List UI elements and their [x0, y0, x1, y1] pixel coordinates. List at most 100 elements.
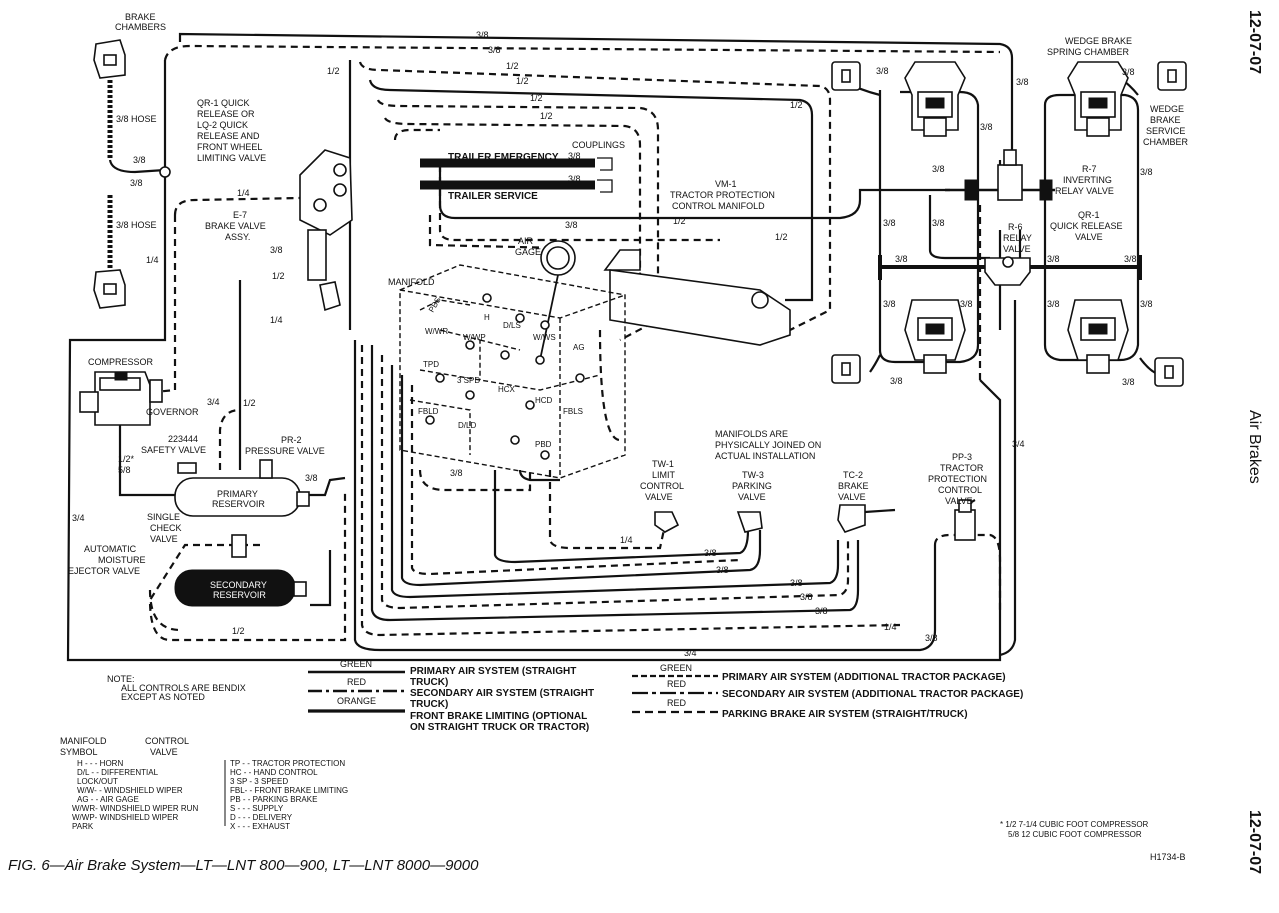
code-wwr: W/WR	[425, 327, 448, 336]
brake-chambers-label-2: CHAMBERS	[115, 22, 166, 32]
moisture-ejector-label-1: AUTOMATIC	[84, 544, 137, 554]
size-label: 3/8	[568, 174, 581, 184]
size-label: 3/8	[815, 606, 828, 616]
size-label: 1/4	[884, 622, 897, 632]
e7-label-2: BRAKE VALVE	[205, 221, 266, 231]
single-check-label-2: CHECK	[150, 523, 182, 533]
symbol-right-6: D - - - DELIVERY	[230, 813, 293, 822]
size-label: 3/8	[790, 578, 803, 588]
note-label-1: NOTE:	[107, 674, 135, 684]
size-label: 3/4	[207, 397, 220, 407]
air-gage-label-2: GAGE	[515, 247, 541, 257]
component-labels: BRAKE CHAMBERS 3/8 HOSE 3/8 HOSE QR-1 QU…	[68, 12, 1189, 600]
qr1-right-label-2: QUICK RELEASE	[1050, 221, 1123, 231]
couplings-label: COUPLINGS	[572, 140, 625, 150]
qr1-label-6: LIMITING VALVE	[197, 153, 266, 163]
size-label: 1/4	[146, 255, 159, 265]
tw3-label-2: PARKING	[732, 481, 772, 491]
size-label: 3/8	[704, 548, 717, 558]
symbols-header-left-2: SYMBOL	[60, 747, 98, 757]
code-hcd: HCD	[535, 396, 553, 405]
hose-top-label: 3/8 HOSE	[116, 114, 157, 124]
tw3-label-3: VALVE	[738, 492, 766, 502]
wedge-service-label-1: WEDGE	[1150, 104, 1184, 114]
tc2-label-2: BRAKE	[838, 481, 869, 491]
manifolds-note-1: MANIFOLDS ARE	[715, 429, 788, 439]
tc2-label-3: VALVE	[838, 492, 866, 502]
legend-right-color-3: RED	[667, 698, 687, 708]
code-ag: AG	[573, 343, 585, 352]
pr2-label-2: PRESSURE VALVE	[245, 446, 325, 456]
code-tpd: TPD	[423, 360, 439, 369]
tw1-label-1: TW-1	[652, 459, 674, 469]
size-label: 3/8	[568, 151, 581, 161]
code-pbs: PBS	[427, 296, 443, 314]
size-label: 3/8	[1140, 299, 1153, 309]
single-check-label-3: VALVE	[150, 534, 178, 544]
wedge-service-label-2: BRAKE	[1150, 115, 1181, 125]
legend-right-color-1: GREEN	[660, 663, 692, 673]
safety-valve-label-2: SAFETY VALVE	[141, 445, 206, 455]
governor-label: GOVERNOR	[146, 407, 199, 417]
size-label: 3/8	[133, 155, 146, 165]
front-hose-link	[108, 159, 166, 174]
size-label: 3/8	[883, 218, 896, 228]
size-label: 3/8	[476, 30, 489, 40]
size-label: 1/2	[530, 93, 543, 103]
size-label: 3/4	[1012, 439, 1025, 449]
symbols-header-right-2: VALVE	[150, 747, 178, 757]
r6-label-2: RELAY	[1003, 233, 1032, 243]
symbol-right-7: X - - - EXHAUST	[230, 822, 290, 831]
size-label: 3/8	[932, 218, 945, 228]
e7-label-3: ASSY.	[225, 232, 250, 242]
symbol-left-1: D/L - - DIFFERENTIAL	[77, 768, 159, 777]
wedge-chamber-top-left	[904, 61, 966, 137]
size-label: 1/2	[516, 76, 529, 86]
pr2-label-1: PR-2	[281, 435, 302, 445]
size-label: 1/2	[243, 398, 256, 408]
wedge-chamber-bottom-right	[1067, 299, 1129, 374]
code-wwp: W/WP	[463, 333, 486, 342]
size-label: 1/2	[272, 271, 285, 281]
secondary-reservoir-label-2: RESERVOIR	[213, 590, 266, 600]
wedge-spring-label-2: SPRING CHAMBER	[1047, 47, 1130, 57]
symbol-left-5: W/WR- WINDSHIELD WIPER RUN	[72, 804, 198, 813]
wedge-chamber-bottom-left	[904, 299, 966, 374]
symbols-header-right-1: CONTROL	[145, 736, 189, 746]
legend-left-text-2b: TRUCK)	[410, 699, 448, 710]
symbol-left-3: W/W- - WINDSHIELD WIPER	[77, 786, 183, 795]
code-fbls: FBLS	[563, 407, 583, 416]
wedge-service-label-4: CHAMBER	[1143, 137, 1189, 147]
brake-chambers-label-1: BRAKE	[125, 12, 156, 22]
size-label: 3/8	[980, 122, 993, 132]
air-gage-label-1: AIR	[518, 236, 534, 246]
size-label: 3/8	[932, 164, 945, 174]
moisture-ejector-label-3: EJECTOR VALVE	[68, 566, 140, 576]
brake-manifold-block	[399, 264, 626, 479]
size-label: 3/8	[716, 565, 729, 575]
air-gage	[539, 240, 576, 361]
symbol-right-1: HC - - HAND CONTROL	[230, 768, 318, 777]
symbol-left-4: AG - - AIR GAGE	[77, 795, 139, 804]
code-wws: W/WS	[533, 333, 556, 342]
note-label-2: ALL CONTROLS ARE BENDIX	[121, 683, 246, 693]
symbol-right-2: 3 SP - 3 SPEED	[230, 777, 288, 786]
footnote-1: * 1/2 7-1/4 CUBIC FOOT COMPRESSOR	[1000, 820, 1149, 829]
size-label: 3/8	[876, 66, 889, 76]
code-dls: D/LS	[503, 321, 521, 330]
brake-valve-assy	[299, 149, 353, 312]
size-label: 3/8	[1047, 254, 1060, 264]
section-title: Air Brakes	[1246, 410, 1263, 484]
pipe-size-labels: 3/8 3/8 1/2 1/2 1/2 1/2 1/2 1/2 3/8 3/8 …	[72, 30, 1153, 658]
symbol-right-3: FBL- - FRONT BRAKE LIMITING	[230, 786, 348, 795]
line-legend: NOTE: ALL CONTROLS ARE BENDIX EXCEPT AS …	[107, 659, 1023, 733]
tractor-protection-manifold	[603, 249, 791, 346]
size-label: 3/8	[488, 45, 501, 55]
secondary-reservoir-label-1: SECONDARY	[210, 580, 267, 590]
qr1-label-5: FRONT WHEEL	[197, 142, 262, 152]
brake-chamber-bottom	[93, 195, 126, 309]
pp3-label-2: TRACTOR	[940, 463, 984, 473]
pp3-label-4: CONTROL	[938, 485, 982, 495]
size-label: 3/8	[960, 299, 973, 309]
